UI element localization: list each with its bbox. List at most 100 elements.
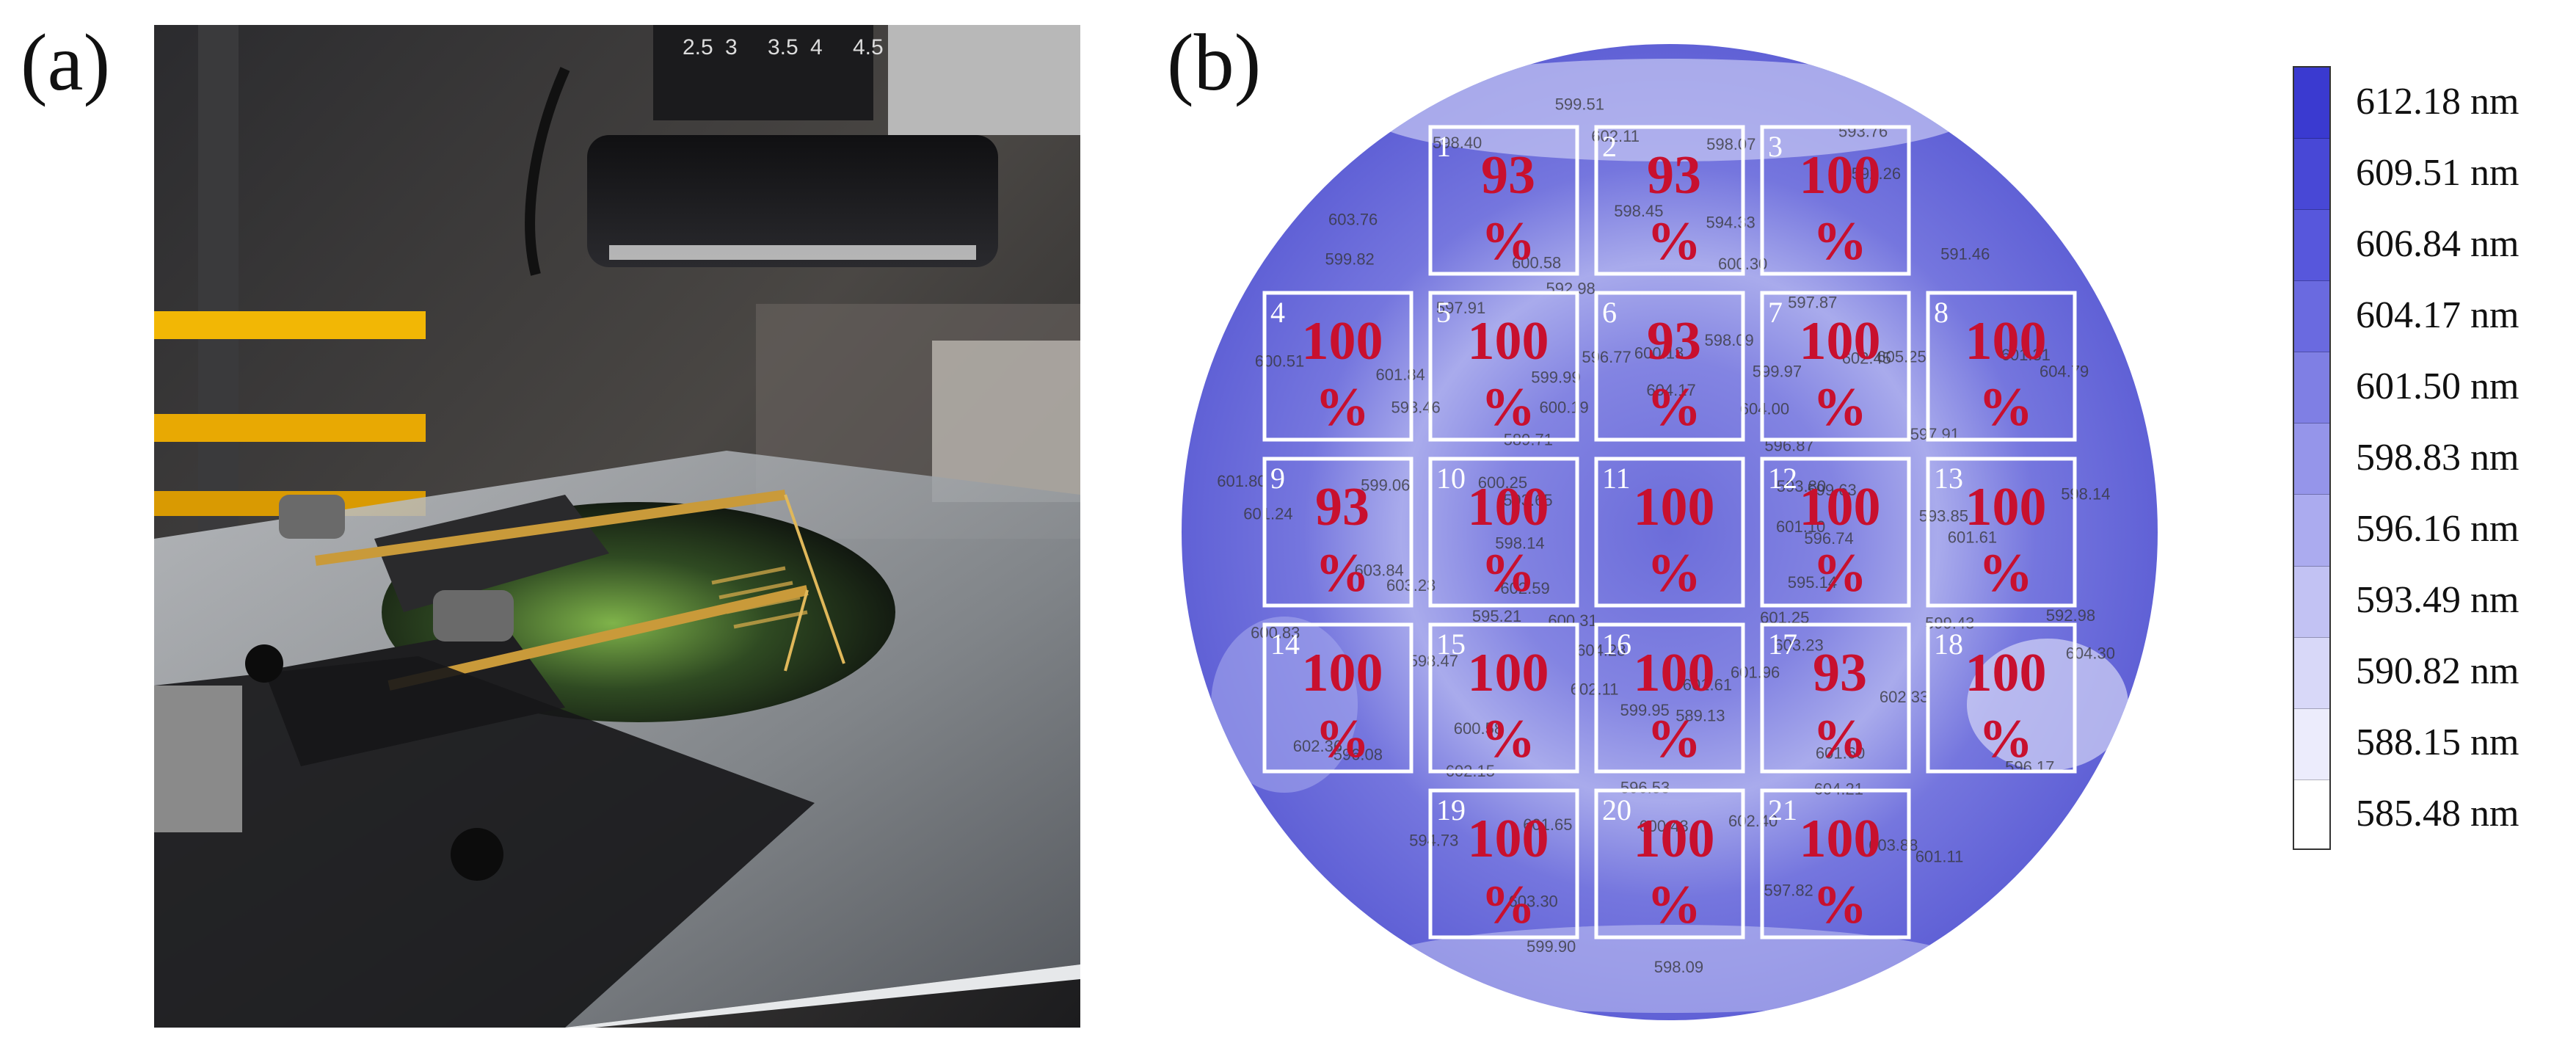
die-cell-number: 10	[1436, 462, 1466, 495]
measurement-value: 601.10	[1776, 517, 1825, 536]
color-scale-segment	[2294, 708, 2329, 780]
die-cell-border	[1428, 457, 1579, 608]
measurement-value: 601.11	[1915, 848, 1964, 866]
frame-post	[198, 25, 239, 539]
measurement-value: 599.63	[1807, 481, 1856, 499]
measurement-value: 605.25	[1877, 347, 1926, 366]
stage-screw	[451, 828, 503, 881]
die-cell-border	[1428, 125, 1579, 276]
die-cell-percent-sign: %	[1979, 709, 2033, 769]
color-scale-label: 598.83 nm	[2356, 437, 2519, 479]
die-cell-number: 19	[1436, 793, 1466, 826]
die-cell-border	[1262, 622, 1413, 774]
color-scale-segment	[2294, 779, 2329, 848]
room-cabinet	[932, 341, 1080, 502]
probe-needle	[784, 589, 809, 672]
color-scale-segment	[2294, 352, 2329, 424]
measurement-value: 589.13	[1676, 706, 1725, 724]
measurement-value: 604.17	[1646, 381, 1695, 399]
die-cell-yield: 100	[1800, 477, 1881, 537]
probe-needle	[388, 585, 809, 691]
lens-scale-number: 3.5	[768, 35, 798, 59]
die-cell-number: 11	[1602, 462, 1631, 495]
color-scale-segment	[2294, 210, 2329, 282]
measurement-value: 598.07	[1706, 135, 1755, 153]
measurement-value: 597.91	[1436, 299, 1485, 317]
frame-post	[888, 25, 1080, 135]
measurement-value: 601.80	[1217, 472, 1266, 490]
die-cell-yield: 100	[1634, 643, 1715, 703]
stage-screw	[245, 644, 283, 683]
die-cell-border	[1760, 457, 1911, 608]
measurement-value: 592.98	[2046, 606, 2095, 625]
measurement-value: 601.65	[1523, 815, 1572, 834]
die-cell-yield: 100	[1965, 477, 2047, 537]
die-cell-number: 17	[1768, 628, 1797, 661]
die-cell-number: 15	[1436, 628, 1466, 661]
die-cell-17: 17 93%	[1760, 622, 1911, 774]
die-cell-border	[1926, 622, 2077, 774]
measurement-value: 601.61	[1683, 676, 1732, 694]
measurement-value: 597.87	[1788, 294, 1837, 312]
color-scale-label: 612.18 nm	[2356, 80, 2519, 123]
measurement-value: 597.82	[1764, 882, 1813, 900]
measurement-value: 599.06	[1361, 476, 1410, 494]
measurement-value: 602.11	[1591, 127, 1640, 145]
color-scale-segment	[2294, 281, 2329, 353]
color-scale-segment	[2294, 68, 2329, 139]
measurement-value: 599.97	[1753, 363, 1802, 381]
die-cell-border	[1262, 457, 1413, 608]
die-cell-number: 16	[1602, 628, 1631, 661]
die-cell-percent-sign: %	[1813, 211, 1867, 272]
thickness-band	[1967, 639, 2128, 771]
probe-needle	[784, 494, 845, 664]
measurement-value: 602.59	[1500, 579, 1549, 597]
color-scale-segment	[2294, 637, 2329, 709]
measurement-value: 599.99	[1531, 368, 1580, 387]
measurement-value: 598.14	[2061, 484, 2110, 503]
die-cell-border	[1428, 291, 1579, 442]
measurement-value: 602.33	[1880, 688, 1929, 706]
die-cell-yield: 93	[1647, 145, 1701, 206]
die-cell-yield: 100	[1634, 477, 1715, 537]
die-cell-number: 2	[1602, 130, 1617, 163]
die-cell-percent-sign: %	[1647, 875, 1701, 935]
die-cell-percent-sign: %	[1813, 543, 1867, 603]
color-scale-label: 596.16 nm	[2356, 508, 2519, 550]
die-cell-percent-sign: %	[1979, 377, 2033, 437]
thickness-band	[1211, 617, 1358, 793]
die-cell-border	[1594, 291, 1745, 442]
measurement-value: 600.19	[1540, 399, 1589, 417]
measurement-value: 593.76	[1838, 123, 1888, 141]
measurement-value: 598.09	[1654, 958, 1703, 976]
measurement-value: 600.25	[1478, 473, 1527, 492]
wafer-disc	[1182, 44, 2158, 1020]
measurement-value: 594.73	[1409, 832, 1458, 850]
measurement-value: 602.40	[1728, 812, 1778, 830]
measurement-value: 593.65	[1503, 491, 1552, 509]
die-cell-percent-sign: %	[1315, 543, 1369, 603]
measurement-value: 602.36	[1293, 737, 1342, 755]
die-cell-percent-sign: %	[1813, 709, 1867, 769]
die-cell-border	[1760, 622, 1911, 774]
panel-b-label: (b)	[1167, 18, 1262, 107]
measurement-value: 595.14	[1788, 573, 1837, 592]
measurement-value: 591.46	[1940, 244, 1990, 263]
measurement-value: 599.82	[1325, 250, 1375, 269]
lens-scale-number: 3	[725, 35, 738, 59]
die-cell-percent-sign: %	[1481, 875, 1535, 935]
die-cell-yield: 93	[1813, 643, 1867, 703]
die-cell-yield: 100	[1800, 311, 1881, 371]
die-cell-border	[1594, 457, 1745, 608]
measurement-value: 598.14	[1495, 534, 1544, 553]
die-cell-percent-sign: %	[1813, 875, 1867, 935]
measurement-value: 603.76	[1328, 211, 1378, 229]
measurement-value: 601.31	[2001, 346, 2051, 364]
